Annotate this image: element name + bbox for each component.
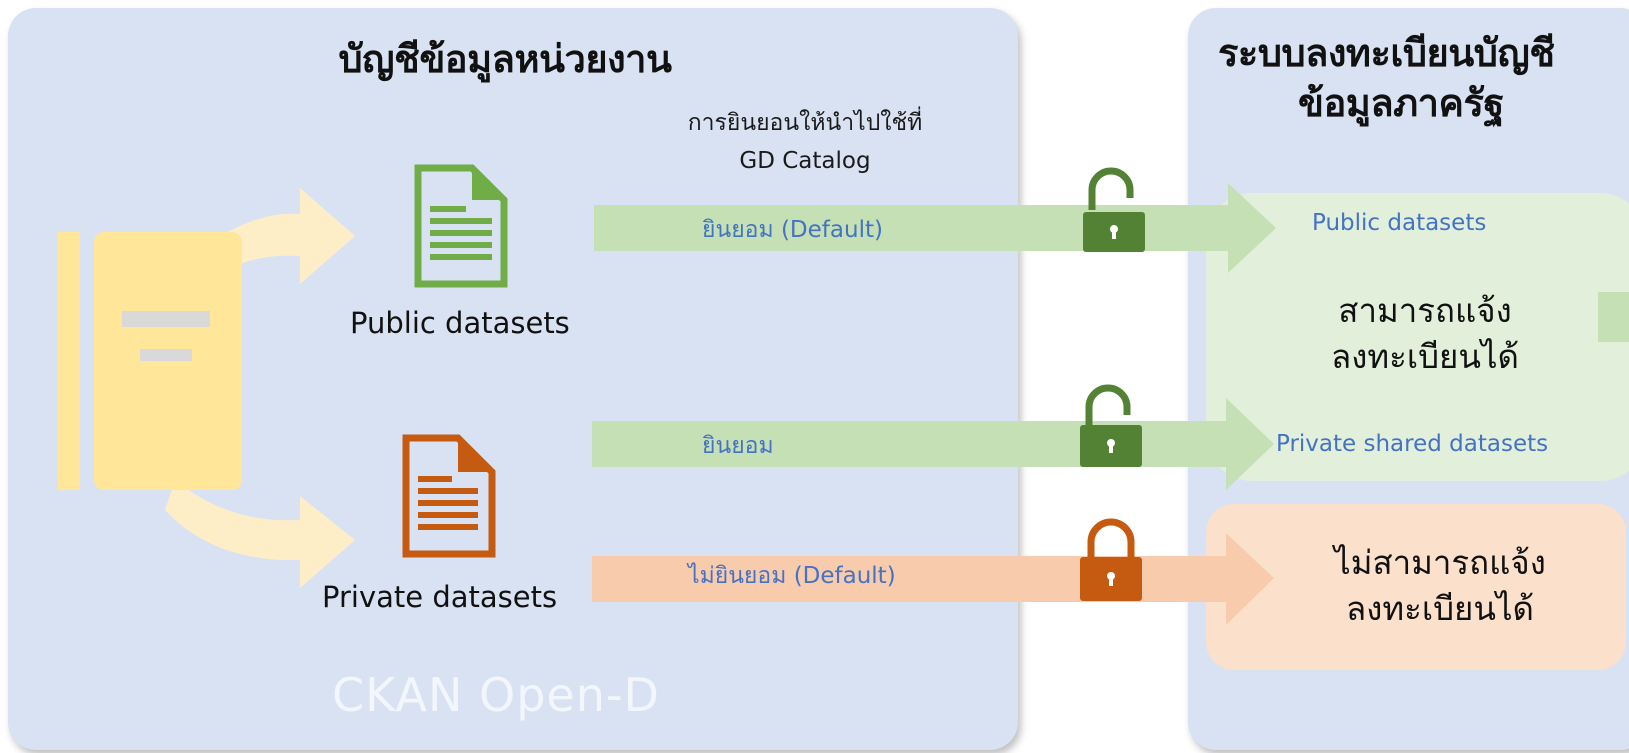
private-document-icon <box>402 434 496 558</box>
closed-lock-icon <box>1080 518 1142 601</box>
consent-caption: การยินยอนให้นำไปใช้ที่ GD Catalog <box>650 104 960 180</box>
shared-consent-arrow <box>592 398 1274 490</box>
cannot-register-line2: ลงทะเบียนได้ <box>1346 589 1534 628</box>
public-consent-arrow <box>594 183 1276 273</box>
public-datasets-label: Public datasets <box>350 306 570 340</box>
folder-to-private-arrow <box>165 480 355 588</box>
consent-caption-line1: การยินยอนให้นำไปใช้ที่ <box>687 110 923 136</box>
public-consent-label: ยินยอม (Default) <box>702 217 883 243</box>
registrable-private-shared-datasets: Private shared datasets <box>1276 431 1549 457</box>
open-lock-icon <box>1083 167 1145 252</box>
shared-consent-label: ยินยอม <box>702 433 774 459</box>
folder-icon <box>58 232 242 490</box>
gd-catalog-title-line2: ข้อมูลภาครัฐ <box>1298 81 1504 125</box>
private-datasets-label: Private datasets <box>322 580 558 614</box>
ckan-logo-text: CKAN <box>332 668 464 722</box>
registrable-box <box>1206 193 1629 481</box>
can-register-line2: ลงทะเบียนได้ <box>1331 337 1519 376</box>
ckan-opend-logo: CKAN Open-D <box>332 668 660 722</box>
registrable-public-datasets: Public datasets <box>1312 210 1487 236</box>
non-registrable-box <box>1206 504 1626 670</box>
can-register-text: สามารถแจ้ง ลงทะเบียนได้ <box>1300 288 1550 380</box>
open-lock-icon <box>1080 384 1142 467</box>
gd-catalog-title: ระบบลงทะเบียนบัญชี ข้อมูลภาครัฐ <box>1188 28 1629 128</box>
private-no-consent-label: ไม่ยินยอม (Default) <box>688 563 896 589</box>
consent-caption-line2: GD Catalog <box>739 148 871 174</box>
cannot-register-text: ไม่สามารถแจ้ง ลงทะเบียนได้ <box>1310 540 1570 632</box>
public-document-icon <box>414 164 508 288</box>
next-arrow-stub <box>1598 292 1629 342</box>
can-register-line1: สามารถแจ้ง <box>1338 291 1512 330</box>
cannot-register-line1: ไม่สามารถแจ้ง <box>1334 543 1546 582</box>
gd-catalog-title-line1: ระบบลงทะเบียนบัญชี <box>1218 31 1555 75</box>
opend-logo-text: Open-D <box>478 668 660 722</box>
agency-catalog-title: บัญชีข้อมูลหน่วยงาน <box>338 37 672 81</box>
